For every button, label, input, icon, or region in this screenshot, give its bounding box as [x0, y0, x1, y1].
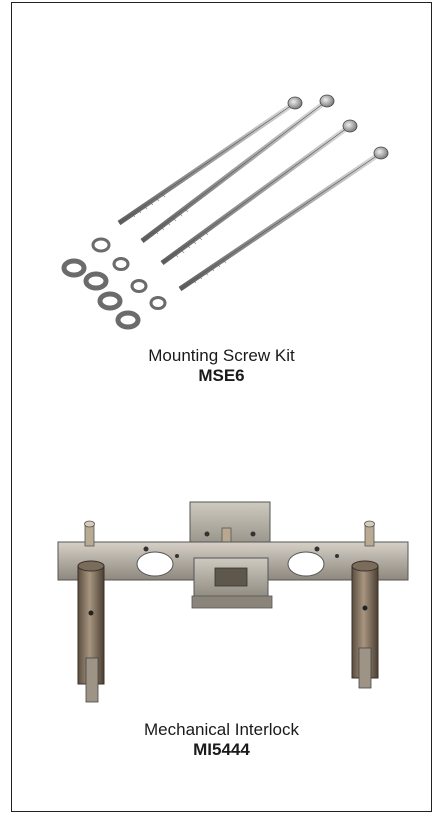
interlock-caption: Mechanical Interlock MI5444 — [12, 720, 431, 760]
mechanical-interlock-photo-icon — [57, 501, 409, 703]
screw-kit-photo-icon — [61, 94, 389, 330]
product-name: Mechanical Interlock — [144, 720, 299, 739]
screw-4 — [178, 146, 389, 292]
screw-3 — [160, 119, 358, 266]
screw-kit-caption: Mounting Screw Kit MSE6 — [12, 346, 431, 386]
screw-kit-figure — [12, 83, 431, 343]
screw-1 — [117, 96, 303, 226]
product-code: MSE6 — [198, 366, 245, 385]
product-panel: Mounting Screw Kit MSE6 — [11, 2, 432, 812]
washers — [61, 237, 167, 330]
interlock-figure — [12, 498, 431, 713]
product-name: Mounting Screw Kit — [148, 346, 295, 365]
product-code: MI5444 — [193, 740, 250, 759]
screw-2 — [140, 94, 335, 243]
